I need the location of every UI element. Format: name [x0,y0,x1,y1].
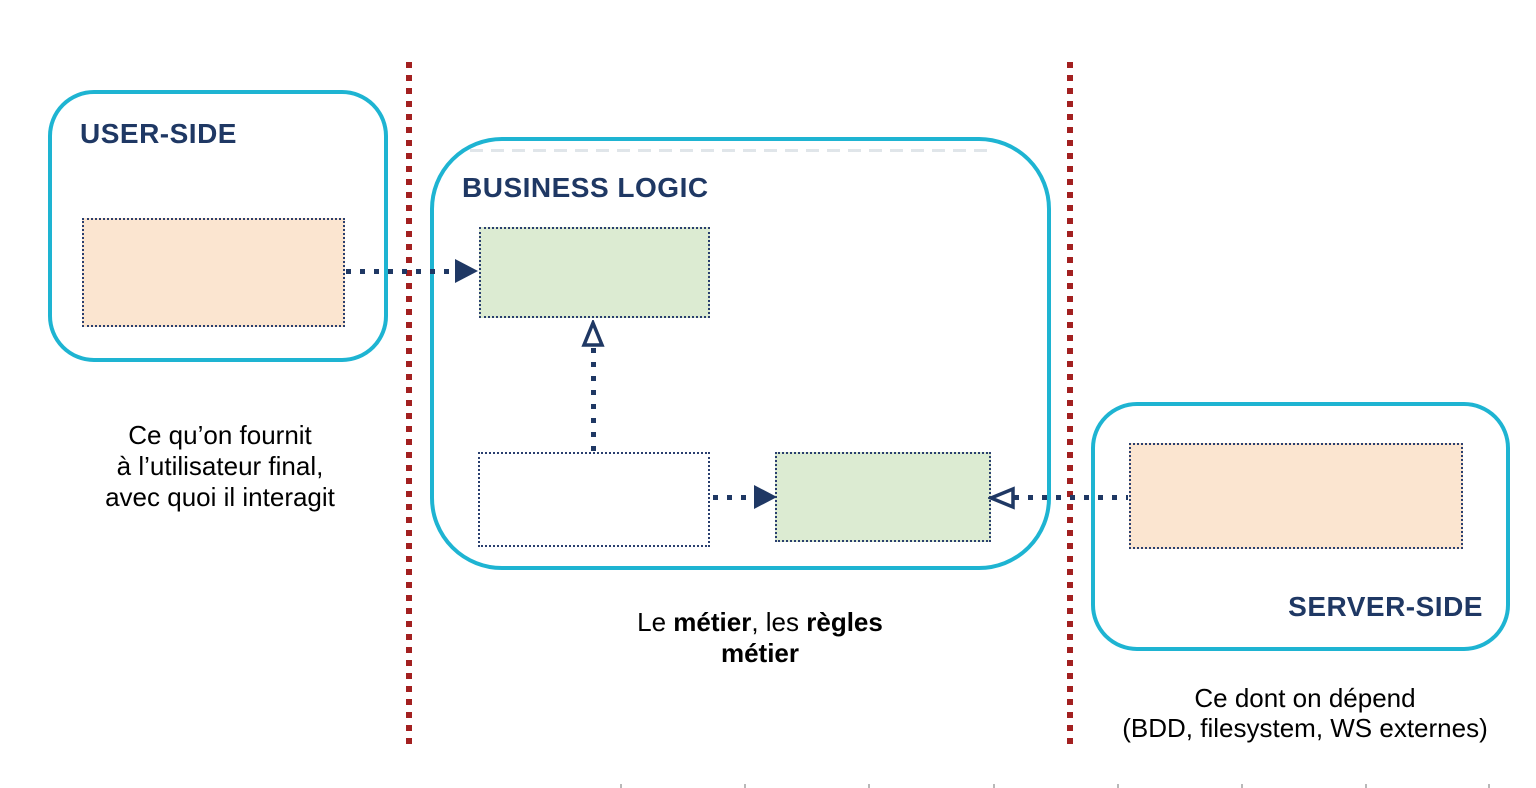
arrow-line [346,269,456,274]
caption-line: (BDD, filesystem, WS externes) [1122,713,1488,743]
faint-dashed-line [470,149,990,152]
arrow-line [1014,495,1128,500]
user-side-caption: Ce qu’on fournit à l’utilisateur final, … [50,420,390,513]
caption-line: métier [720,638,800,668]
business-bottom-left-box [478,452,710,547]
user-side-title: USER-SIDE [80,118,237,149]
arrowhead-hollow-left-icon [988,486,1015,510]
caption-line: Ce qu’on fournit [128,420,312,450]
separator-line-left [406,62,412,748]
user-side-component-box [82,218,345,327]
business-logic-caption: Le métier, les règles métier [560,607,960,669]
server-side-component-box [1129,443,1463,549]
caption-line: Le métier, les règles [637,607,883,637]
arrowhead-solid-right-icon [754,485,777,509]
separator-line-right [1067,62,1073,748]
server-side-caption: Ce dont on dépend (BDD, filesystem, WS e… [1095,683,1515,743]
business-logic-title: BUSINESS LOGIC [462,172,709,203]
caption-line: à l’utilisateur final, [116,451,324,481]
caption-line: Ce dont on dépend [1194,683,1416,713]
arrowhead-hollow-up-icon [581,320,605,347]
business-bottom-right-box [775,452,991,542]
server-side-title: SERVER-SIDE [1288,591,1483,622]
arrow-line [591,348,596,452]
business-top-box [479,227,710,318]
arrow-line [713,495,757,500]
caption-line: avec quoi il interagit [105,482,335,512]
arrowhead-solid-right-icon [455,259,478,283]
